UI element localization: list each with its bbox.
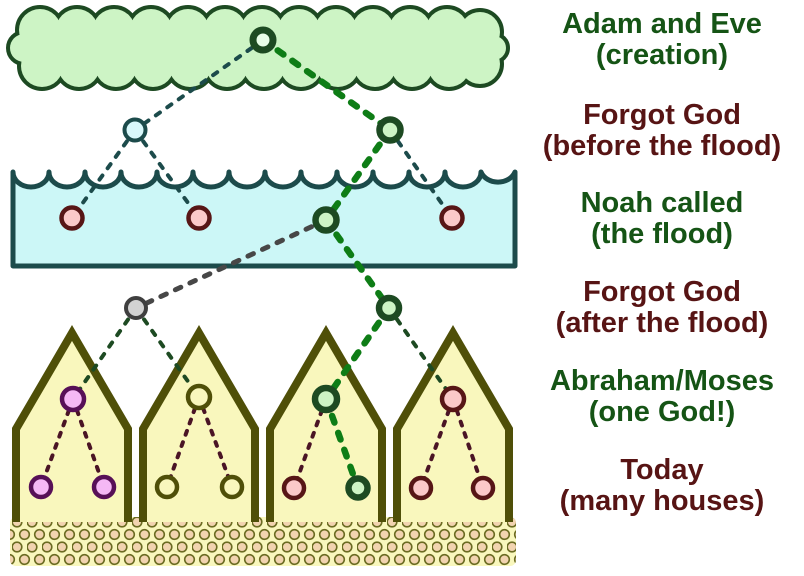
person-nodes [28, 26, 496, 501]
node-house3-child-chosen [345, 475, 371, 501]
lineage-edges [39, 36, 485, 492]
lineage-diagram [6, 5, 518, 566]
node-house2-child-1 [154, 474, 180, 500]
edge-creation-to-left [133, 38, 265, 132]
chosen-line-2 [322, 126, 394, 224]
label-subtitle: (one God!) [588, 396, 736, 428]
chosen-line-4 [322, 304, 393, 403]
label-subtitle: (creation) [595, 39, 729, 71]
node-adam-eve [249, 26, 277, 54]
node-house4-child-1 [408, 475, 434, 501]
label-subtitle: (after the flood) [555, 307, 769, 339]
node-post-flood-gray [124, 296, 148, 320]
flood-water [10, 169, 518, 269]
edge-house2-child-left [165, 395, 201, 489]
label-flood: Noah called (the flood) [520, 188, 804, 250]
edge-house1-child-right [71, 397, 106, 489]
edge-left-to-drowned-1 [70, 128, 137, 220]
node-post-flood-chosen [375, 294, 403, 322]
house-4 [393, 325, 513, 522]
node-drowned-1 [59, 205, 85, 231]
label-abraham-moses: Abraham/Moses (one God!) [520, 366, 804, 428]
node-pre-flood-left [122, 117, 148, 143]
chosen-line-5 [322, 395, 362, 492]
node-house1-head [59, 385, 87, 413]
label-title: Today [620, 454, 704, 486]
label-title: Forgot God [583, 276, 741, 308]
label-creation: Adam and Eve (creation) [520, 9, 804, 71]
label-title: Abraham/Moses [549, 365, 774, 397]
label-subtitle: (before the flood) [542, 130, 782, 162]
edge-left-to-drowned-2 [133, 128, 201, 220]
edge-green-to-house4 [387, 306, 455, 401]
label-after-flood: Forgot God (after the flood) [520, 277, 804, 339]
node-house4-head [439, 385, 467, 413]
edge-house3-child-left [292, 397, 328, 490]
node-drowned-2 [186, 205, 212, 231]
edge-house4-child-left [419, 397, 455, 490]
label-title: Noah called [580, 187, 744, 219]
node-house3-head-chosen [311, 384, 341, 414]
edge-gray-to-house2 [134, 306, 201, 399]
label-title: Forgot God [583, 99, 741, 131]
house-1 [12, 325, 132, 522]
label-before-flood: Forgot God (before the flood) [520, 100, 804, 162]
node-house2-child-2 [219, 474, 245, 500]
node-drowned-3 [439, 205, 465, 231]
node-house1-child-2 [91, 474, 117, 500]
label-today: Today (many houses) [520, 455, 804, 517]
crowd-dots [10, 517, 516, 566]
edge-gray-to-house1 [71, 306, 138, 401]
edge-house1-child-left [39, 397, 75, 489]
edge-right-to-drowned-3 [388, 128, 454, 220]
label-subtitle: (the flood) [591, 218, 733, 250]
chosen-line-3 [322, 216, 393, 312]
node-noah [312, 206, 340, 234]
node-pre-flood-chosen [376, 116, 404, 144]
edge-noah-to-gray [133, 217, 329, 311]
node-house2-head [185, 383, 213, 411]
node-house4-child-2 [470, 475, 496, 501]
label-subtitle: (many houses) [559, 485, 765, 517]
edge-house2-child-right [197, 395, 234, 489]
node-house1-child-1 [28, 474, 54, 500]
edge-house4-child-right [451, 397, 485, 490]
node-house3-child-1 [281, 475, 307, 501]
label-title: Adam and Eve [562, 8, 762, 40]
sand-crowd-band [10, 517, 516, 566]
chosen-line-1 [259, 36, 394, 134]
